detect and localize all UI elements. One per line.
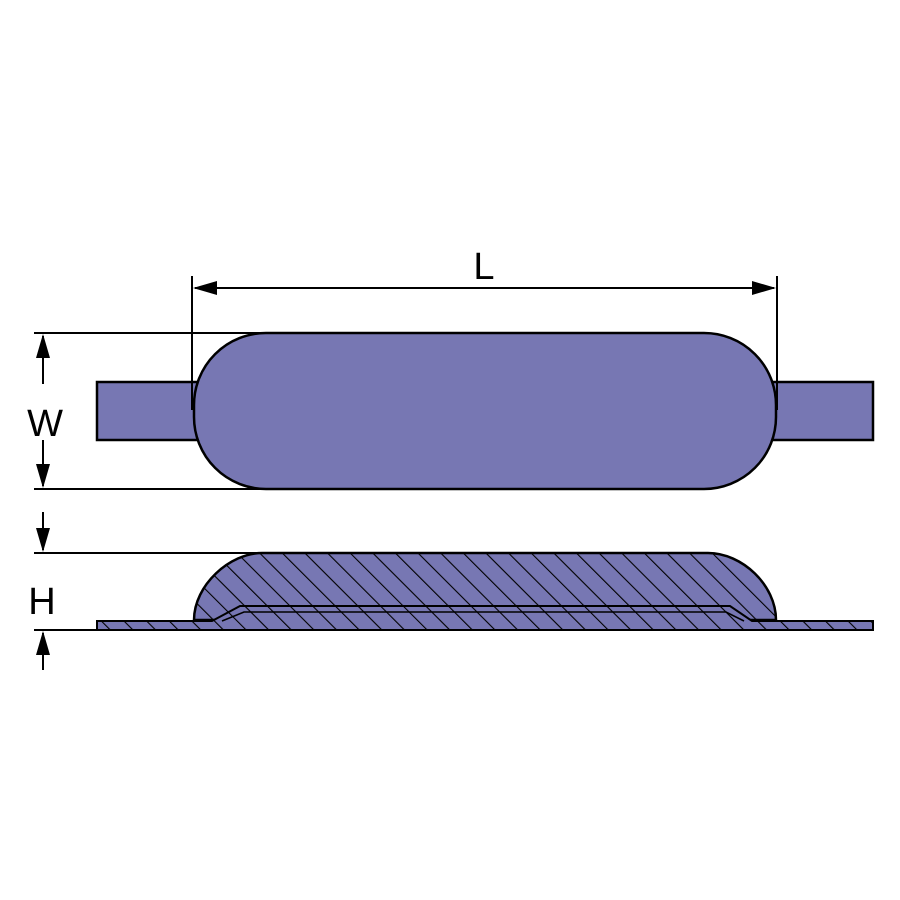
left-strap <box>95 380 209 442</box>
right-strap <box>760 380 875 442</box>
anode-body-section <box>192 551 778 622</box>
h-arrow-top <box>36 528 50 552</box>
dimension-length: L <box>191 246 778 410</box>
l-arrow-left <box>193 281 217 295</box>
top-view <box>95 331 875 491</box>
dimension-width: W <box>27 332 262 490</box>
w-arrow-bottom <box>36 464 50 488</box>
anode-body-top <box>192 331 778 491</box>
width-label: W <box>27 403 63 445</box>
dimension-height: H <box>28 512 262 670</box>
side-view <box>96 551 874 631</box>
l-arrow-right <box>752 281 776 295</box>
length-label: L <box>473 246 494 288</box>
height-label: H <box>28 581 55 623</box>
h-arrow-bottom <box>36 631 50 655</box>
embedded-strap-inner <box>221 611 745 622</box>
w-arrow-top <box>36 334 50 358</box>
